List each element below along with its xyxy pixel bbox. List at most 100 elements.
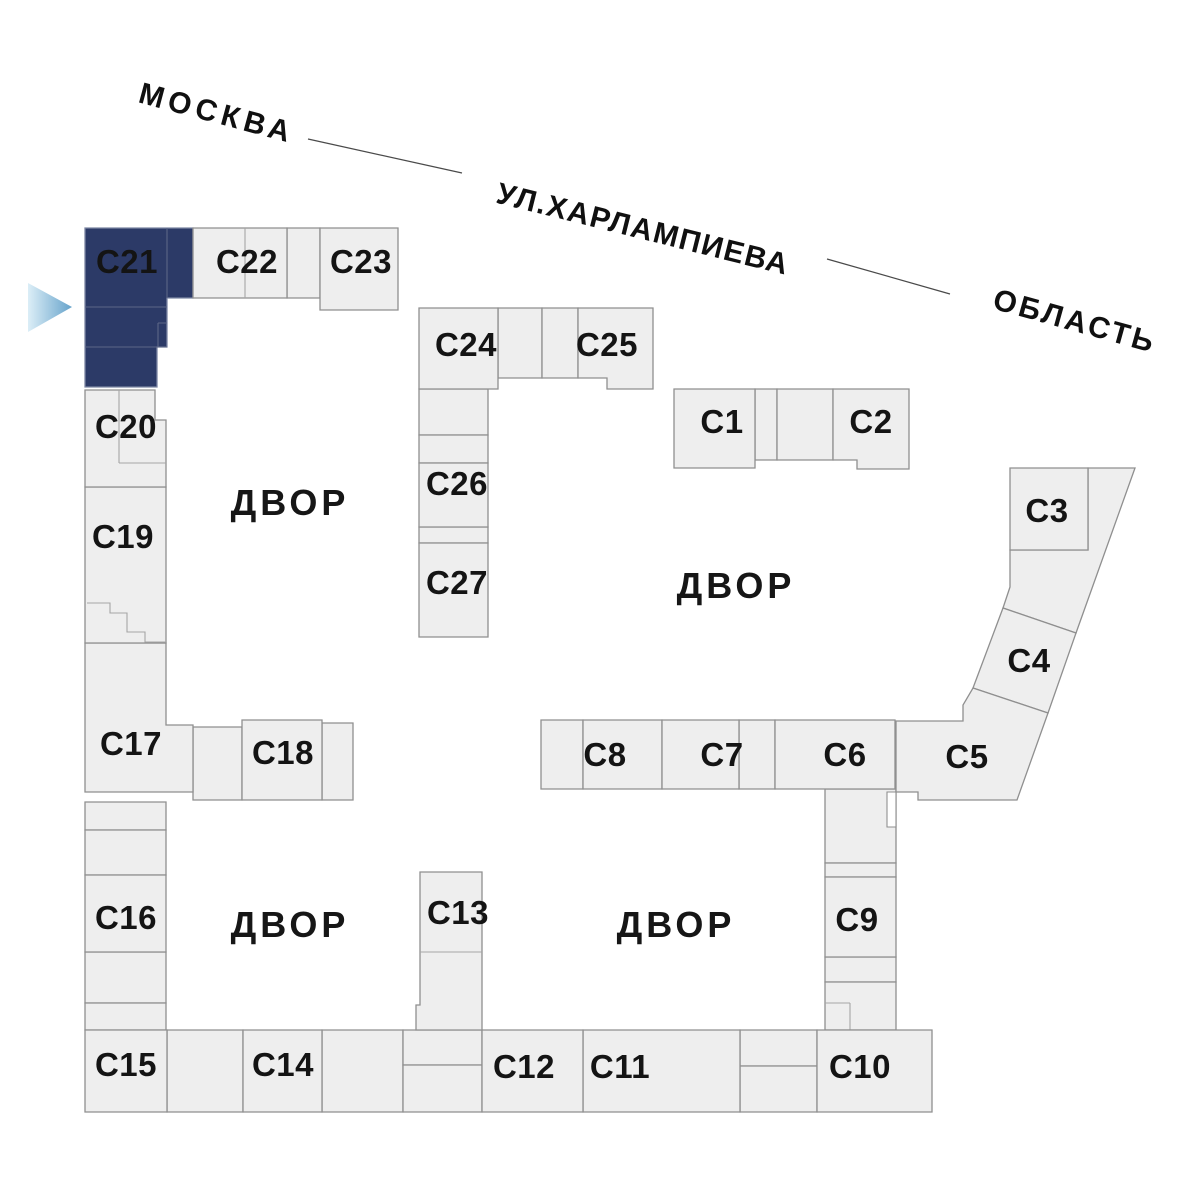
building-c5-label: С5 bbox=[945, 738, 988, 775]
building-c10[interactable]: С10 bbox=[816, 1029, 933, 1113]
street-divider-line bbox=[307, 138, 463, 174]
building-c7-shape bbox=[661, 719, 740, 790]
section bbox=[824, 862, 897, 878]
section bbox=[824, 956, 897, 983]
building-c11-label: С11 bbox=[590, 1048, 650, 1085]
building-c17-label: С17 bbox=[100, 725, 162, 762]
building-c13-shape bbox=[415, 871, 483, 1031]
section bbox=[418, 388, 489, 436]
stairs-divider bbox=[87, 602, 166, 643]
building-c23[interactable]: С23 bbox=[319, 227, 399, 311]
building-c27[interactable]: С27 bbox=[418, 542, 489, 638]
section bbox=[418, 434, 489, 464]
section bbox=[166, 1029, 244, 1113]
building-c1-label: С1 bbox=[700, 403, 743, 440]
building-c2-shape bbox=[832, 388, 910, 470]
section bbox=[739, 1029, 818, 1067]
courtyard-label: ДВОР bbox=[231, 482, 350, 523]
building-c23-shape bbox=[319, 227, 399, 311]
section bbox=[84, 801, 167, 831]
street-label-oblast: ОБЛАСТЬ bbox=[990, 283, 1161, 360]
building-c2-label: С2 bbox=[849, 403, 892, 440]
section bbox=[402, 1029, 483, 1066]
section bbox=[540, 719, 584, 790]
section bbox=[497, 307, 543, 379]
building-c20[interactable]: С20 bbox=[84, 389, 167, 488]
building-c21-label: С21 bbox=[96, 243, 158, 280]
building-c1[interactable]: С1 bbox=[673, 388, 756, 469]
courtyard-label: ДВОР bbox=[617, 904, 736, 945]
building-c16-shape bbox=[84, 874, 167, 953]
building-c5[interactable]: С5 bbox=[895, 687, 1049, 801]
building-c26[interactable]: С26 bbox=[418, 462, 489, 528]
building-c22-shape bbox=[192, 227, 288, 299]
building-c15-shape bbox=[84, 1029, 168, 1113]
building-c15[interactable]: С15 bbox=[84, 1029, 168, 1113]
building-c23-label: С23 bbox=[330, 243, 392, 280]
section-notch bbox=[886, 791, 897, 828]
building-c18-label: С18 bbox=[252, 734, 314, 771]
building-c20-label: С20 bbox=[95, 408, 157, 445]
building-c9-shape bbox=[824, 876, 897, 958]
courtyard-label: ДВОР bbox=[677, 565, 796, 606]
section-divider bbox=[85, 228, 168, 348]
building-c12-shape bbox=[481, 1029, 584, 1113]
building-c8[interactable]: С8 bbox=[582, 719, 663, 790]
building-c16[interactable]: С16 bbox=[84, 874, 167, 953]
building-c7[interactable]: С7 bbox=[661, 719, 744, 790]
building-c21[interactable]: С21 bbox=[84, 227, 194, 388]
building-c26-label: С26 bbox=[426, 465, 488, 502]
building-c15-label: С15 bbox=[95, 1046, 157, 1083]
building-c14[interactable]: С14 bbox=[242, 1029, 323, 1113]
building-c24-shape bbox=[418, 307, 499, 390]
courtyard-label: ДВОР bbox=[231, 904, 350, 945]
building-c17[interactable]: С17 bbox=[84, 642, 194, 793]
building-c1-shape bbox=[673, 388, 756, 469]
building-c14-shape bbox=[242, 1029, 323, 1113]
building-c10-shape bbox=[816, 1029, 933, 1113]
section bbox=[824, 981, 897, 1031]
section bbox=[84, 1002, 167, 1031]
building-c9[interactable]: С9 bbox=[824, 876, 897, 958]
building-c18-shape bbox=[241, 719, 323, 801]
street-label-moskva: МОСКВА bbox=[135, 77, 298, 150]
building-c22[interactable]: С22 bbox=[192, 227, 288, 299]
building-c27-shape bbox=[418, 542, 489, 638]
building-c13-label: С13 bbox=[427, 894, 489, 931]
building-c22-label: С22 bbox=[216, 243, 278, 280]
section bbox=[321, 722, 354, 801]
section bbox=[321, 1029, 404, 1113]
section-divider bbox=[825, 1002, 851, 1030]
building-c11[interactable]: С11 bbox=[582, 1029, 741, 1113]
building-c19-shape bbox=[84, 486, 167, 644]
building-c14-label: С14 bbox=[252, 1046, 314, 1083]
building-c3[interactable]: С3 bbox=[1009, 467, 1089, 551]
building-c17-shape bbox=[84, 642, 194, 793]
building-c5-shape bbox=[895, 687, 1049, 801]
selected-building-arrow-icon bbox=[28, 283, 72, 332]
building-c25-label: С25 bbox=[576, 326, 638, 363]
building-c19[interactable]: С19 bbox=[84, 486, 167, 644]
building-c10-label: С10 bbox=[829, 1048, 891, 1085]
section bbox=[824, 788, 897, 864]
street-divider-line bbox=[826, 258, 951, 295]
building-c9-label: С9 bbox=[835, 901, 878, 938]
building-c13[interactable]: С13 bbox=[415, 871, 489, 1031]
section bbox=[192, 726, 243, 801]
building-c6[interactable]: С6 bbox=[774, 719, 896, 790]
building-c12[interactable]: С12 bbox=[481, 1029, 584, 1113]
building-c27-label: С27 bbox=[426, 564, 488, 601]
buildings-layer: С21 С22 С23 С24 С25 С26 bbox=[84, 227, 1089, 1113]
building-c24[interactable]: С24 bbox=[418, 307, 499, 390]
section bbox=[84, 951, 167, 1004]
building-c18[interactable]: С18 bbox=[241, 719, 323, 801]
building-c25[interactable]: С25 bbox=[576, 307, 654, 390]
building-c4-label: С4 bbox=[1007, 642, 1050, 679]
section bbox=[541, 307, 579, 379]
courtyard-labels: ДВОР ДВОР ДВОР ДВОР bbox=[231, 482, 796, 945]
section bbox=[402, 1064, 483, 1113]
building-c2[interactable]: С2 bbox=[832, 388, 910, 470]
building-c4[interactable]: С4 bbox=[972, 607, 1077, 714]
